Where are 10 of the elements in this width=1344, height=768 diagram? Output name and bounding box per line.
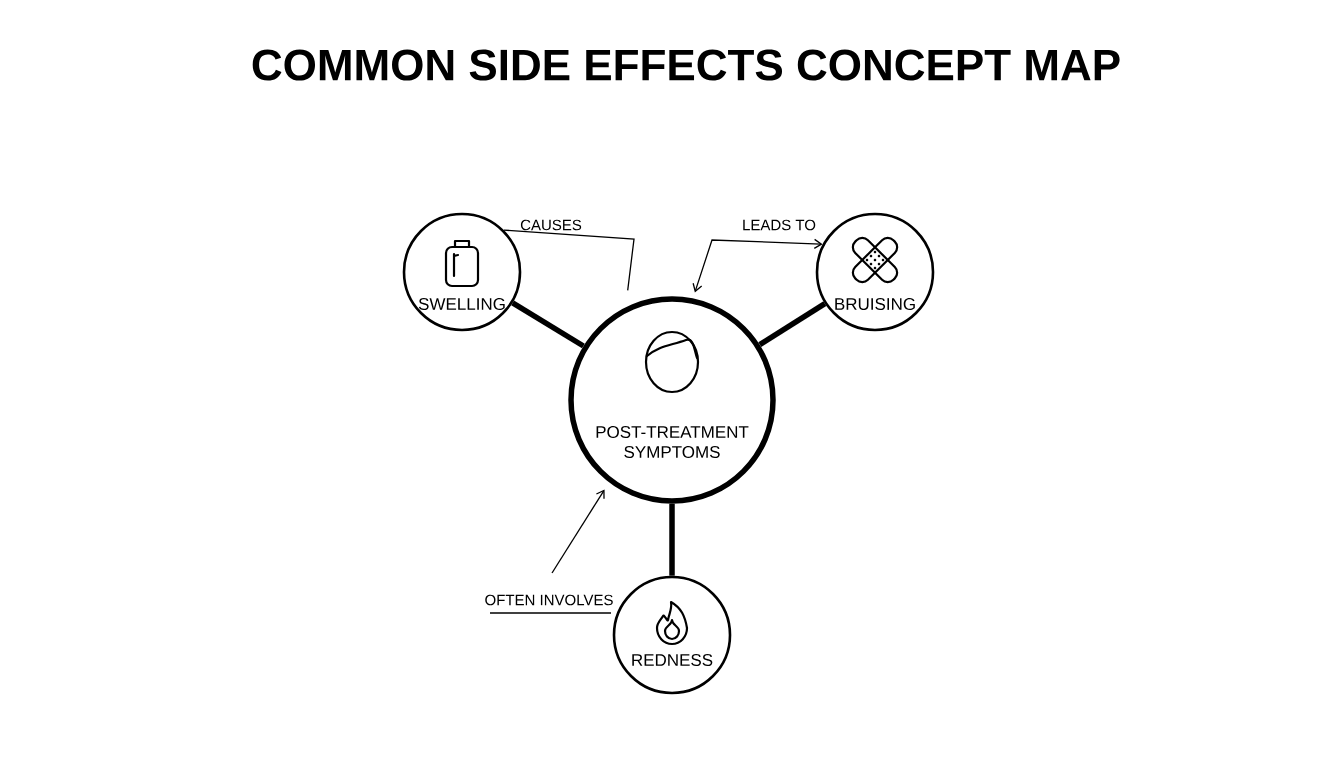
title: COMMON SIDE EFFECTS CONCEPT MAP bbox=[252, 49, 1120, 81]
arrow bbox=[551, 489, 605, 574]
arrow bbox=[692, 238, 823, 293]
edge-label: CAUSES bbox=[520, 219, 582, 231]
connector-line bbox=[669, 503, 675, 576]
edge-label: OFTEN INVOLVES bbox=[485, 594, 613, 614]
connector-line bbox=[503, 229, 635, 291]
connector-line bbox=[758, 301, 827, 347]
edge-label: LEADS TO bbox=[743, 219, 816, 231]
connector-line bbox=[511, 300, 585, 349]
